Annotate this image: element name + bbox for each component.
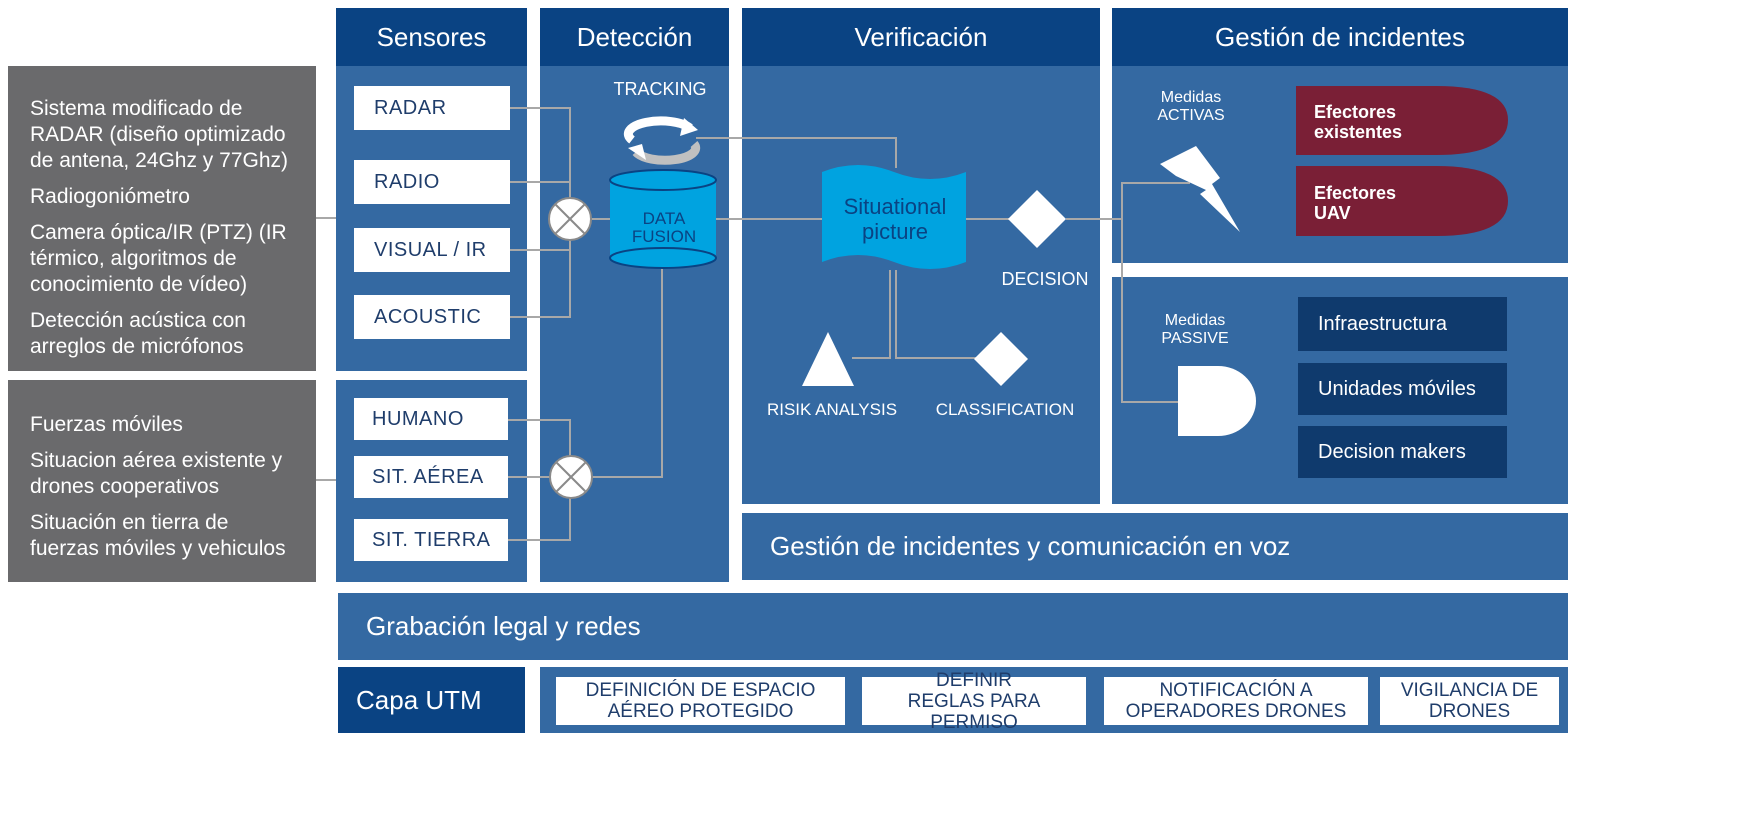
utm-label: Capa UTM [338, 667, 525, 733]
description-item: Situación en tierra de fuerzas móviles y… [30, 511, 286, 560]
source-sit-aerea: SIT. AÉREA [354, 456, 508, 498]
tracking-label: TRACKING [613, 79, 707, 99]
risk-analysis-label: RISIK ANALYSIS [766, 400, 898, 419]
data-fusion-cylinder [609, 169, 717, 269]
source-description-panel: Fuerzas móviles Situacion aérea existent… [8, 380, 316, 582]
source-sit-tierra: SIT. TIERRA [354, 519, 508, 561]
header-sensores: Sensores [336, 8, 527, 66]
decision-diamond [1008, 190, 1066, 248]
passive-unidades-moviles: Unidades móviles [1298, 363, 1507, 415]
effector-uav-label: Efectores UAV [1314, 183, 1397, 223]
recording-bar: Grabación legal y redes [338, 593, 1568, 660]
situational-picture-shape [822, 165, 966, 269]
description-item: Situacion aérea existente y drones coope… [30, 449, 283, 498]
recording-label: Grabación legal y redes [366, 611, 641, 641]
utm-item-reglas-permiso: DEFINIR REGLAS PARA PERMISO [862, 670, 1086, 733]
active-measures-label: Medidas ACTIVAS [1157, 89, 1225, 124]
passive-decision-makers: Decision makers [1298, 426, 1507, 478]
utm-label-text: Capa UTM [356, 684, 482, 715]
description-item: Sistema modificado de RADAR (diseño opti… [30, 97, 288, 172]
sensor-description-panel: Sistema modificado de RADAR (diseño opti… [8, 66, 316, 371]
sensor-radio: RADIO [354, 160, 510, 204]
header-deteccion: Detección [540, 8, 729, 66]
classification-label: CLASSIFICATION [935, 400, 1075, 419]
risk-triangle [802, 332, 854, 386]
effector-shape [1296, 166, 1508, 236]
utm-item-vigilancia: VIGILANCIA DE DRONES [1380, 677, 1559, 725]
data-fusion-label: DATA FUSION [631, 209, 697, 246]
passive-gate-shape [1178, 366, 1256, 436]
mixer-icon [548, 197, 592, 241]
classification-diamond [974, 332, 1028, 386]
utm-item-espacio-aereo: DEFINICIÓN DE ESPACIO AÉREO PROTEGIDO [556, 677, 845, 725]
decision-label: DECISION [1001, 269, 1089, 289]
header-verificacion: Verificación [742, 8, 1100, 66]
mixer-icon [549, 455, 593, 499]
voice-management-bar: Gestión de incidentes y comunicación en … [742, 513, 1568, 580]
sensor-radar: RADAR [354, 86, 510, 130]
situational-picture-label: Situational picture [843, 194, 947, 244]
passive-infraestructura: Infraestructura [1298, 297, 1507, 351]
description-item: Fuerzas móviles [30, 413, 183, 436]
passive-measures-label: Medidas PASSIVE [1161, 312, 1229, 347]
utm-item-notificacion: NOTIFICACIÓN A OPERADORES DRONES [1104, 677, 1368, 725]
sensor-visual-ir: VISUAL / IR [354, 228, 510, 272]
description-item: Detección acústica con arreglos de micró… [30, 309, 246, 358]
voice-management-label: Gestión de incidentes y comunicación en … [770, 531, 1291, 561]
sensor-acoustic: ACOUSTIC [354, 295, 510, 339]
header-gestion: Gestión de incidentes [1112, 8, 1568, 66]
source-humano: HUMANO [354, 398, 508, 440]
description-item: Radiogoniómetro [30, 185, 190, 208]
description-item: Camera óptica/IR (PTZ) (IR térmico, algo… [30, 221, 287, 296]
effector-shape [1296, 86, 1508, 155]
effector-existing-label: Efectores existentes [1314, 102, 1403, 142]
lightning-icon [1160, 146, 1240, 232]
